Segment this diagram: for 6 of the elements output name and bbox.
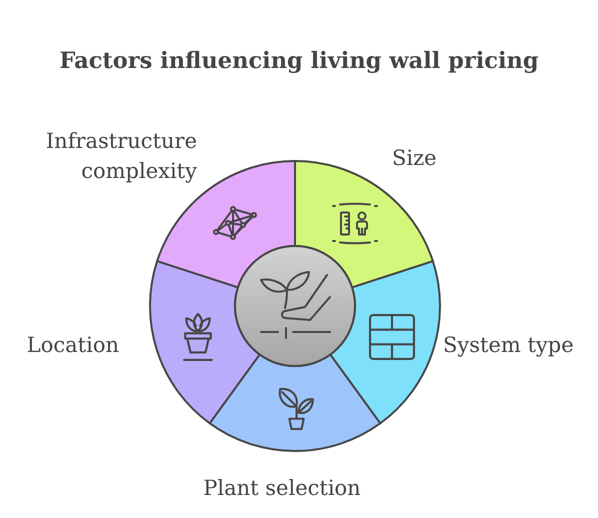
segment-label: Infrastructure complexity	[44, 128, 197, 185]
diagram-title: Factors influencing living wall pricing	[59, 47, 539, 76]
segment-label: System type	[443, 332, 574, 359]
segment-label: Plant selection	[203, 475, 361, 502]
segment-label: Location	[26, 332, 119, 359]
segment-label: Size	[392, 145, 437, 172]
